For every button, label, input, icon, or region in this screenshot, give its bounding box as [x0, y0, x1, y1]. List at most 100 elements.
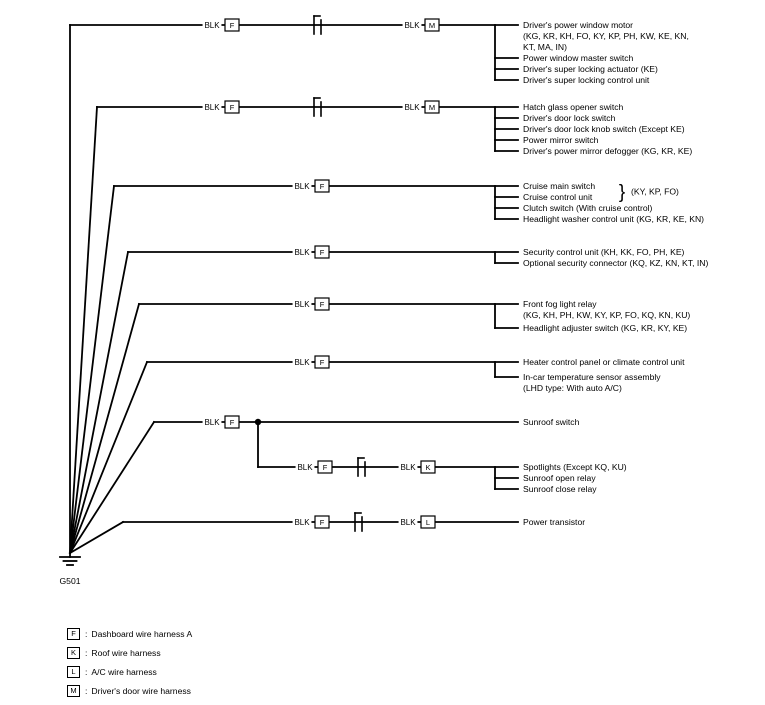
- wire-color-label: BLK: [294, 248, 310, 257]
- ground-fan-wire: [68, 250, 130, 555]
- brace-note-label: (KY, KP, FO): [631, 187, 679, 197]
- legend-label: A/C wire harness: [91, 666, 157, 677]
- component-label: Clutch switch (With cruise control): [523, 203, 653, 213]
- legend-separator: :: [85, 685, 88, 696]
- component-label: Hatch glass opener switch: [523, 102, 624, 112]
- component-label: Power mirror switch: [523, 135, 599, 145]
- harness-box-icon: [224, 18, 240, 32]
- component-label: Driver's power mirror defogger (KG, KR, …: [523, 146, 692, 156]
- harness-box-letter: F: [230, 21, 235, 30]
- component-label: Headlight adjuster switch (KG, KR, KY, K…: [523, 323, 687, 333]
- harness-box-letter: M: [429, 103, 435, 112]
- harness-box-icon: [424, 18, 440, 32]
- legend-item: K : Roof wire harness: [67, 643, 192, 662]
- component-label: Headlight washer control unit (KG, KR, K…: [523, 214, 704, 224]
- legend-item: M : Driver's door wire harness: [67, 681, 192, 700]
- harness-box-letter: F: [323, 463, 328, 472]
- wire-color-label: BLK: [204, 103, 220, 112]
- ground-fan-wire: [68, 420, 156, 555]
- component-label: Spotlights (Except KQ, KU): [523, 462, 627, 472]
- harness-box-icon: F: [67, 627, 80, 640]
- component-label: Driver's door lock switch: [523, 113, 616, 123]
- component-label: Security control unit (KH, KK, FO, PH, K…: [523, 247, 685, 257]
- harness-box-icon: [314, 515, 330, 529]
- harness-box-icon: [314, 297, 330, 311]
- harness-box-letter: F: [320, 518, 325, 527]
- harness-box-icon: [420, 515, 436, 529]
- harness-box-icon: K: [67, 646, 80, 659]
- component-label: Power transistor: [523, 517, 585, 527]
- ground-fan-wire: [69, 106, 98, 554]
- component-label: Front fog light relay: [523, 299, 597, 309]
- component-label: Sunroof open relay: [523, 473, 596, 483]
- brace-icon: }: [619, 182, 625, 203]
- ground-fan-wire: [68, 520, 125, 555]
- legend-item: L : A/C wire harness: [67, 662, 192, 681]
- wire-color-label: BLK: [294, 182, 310, 191]
- label-bg: [292, 298, 312, 310]
- harness-box-icon: [224, 100, 240, 114]
- wire-color-label: BLK: [297, 463, 313, 472]
- component-label: Optional security connector (KQ, KZ, KN,…: [523, 258, 708, 268]
- component-label: Driver's door lock knob switch (Except K…: [523, 124, 685, 134]
- component-label: (KG, KH, PH, KW, KY, KP, FO, KQ, KN, KU): [523, 310, 690, 320]
- harness-box-letter: F: [320, 300, 325, 309]
- label-bg: [402, 19, 422, 31]
- legend-label: Roof wire harness: [91, 647, 161, 658]
- harness-box-letter: M: [429, 21, 435, 30]
- harness-box-icon: [314, 355, 330, 369]
- legend-label: Dashboard wire harness A: [91, 628, 193, 639]
- component-label: Driver's super locking actuator (KE): [523, 64, 658, 74]
- wire-color-label: BLK: [400, 463, 416, 472]
- component-label: Power window master switch: [523, 53, 634, 63]
- harness-box-icon: L: [67, 665, 80, 678]
- legend-separator: :: [85, 628, 88, 639]
- component-label: Heater control panel or climate control …: [523, 357, 685, 367]
- label-bg: [292, 516, 312, 528]
- wire-color-label: BLK: [294, 300, 310, 309]
- wire-color-label: BLK: [204, 418, 220, 427]
- harness-box-icon: [424, 100, 440, 114]
- harness-box-letter: F: [320, 358, 325, 367]
- ground-fan-wire: [68, 360, 149, 555]
- component-label: KT, MA, IN): [523, 42, 567, 52]
- component-label: Sunroof switch: [523, 417, 580, 427]
- wire-color-label: BLK: [404, 103, 420, 112]
- harness-box-icon: [420, 460, 436, 474]
- wire-color-label: BLK: [404, 21, 420, 30]
- harness-box-letter: F: [320, 248, 325, 257]
- harness-box-letter: F: [320, 182, 325, 191]
- ground-fan-wire: [68, 184, 116, 555]
- label-bg: [202, 19, 222, 31]
- harness-box-icon: M: [67, 684, 80, 697]
- harness-box-icon: [314, 179, 330, 193]
- component-label: (KG, KR, KH, FO, KY, KP, PH, KW, KE, KN,: [523, 31, 689, 41]
- component-label: In-car temperature sensor assembly: [523, 372, 661, 382]
- harness-box-icon: [317, 460, 333, 474]
- label-bg: [292, 180, 312, 192]
- wire-color-label: BLK: [294, 518, 310, 527]
- label-bg: [292, 246, 312, 258]
- legend-label: Driver's door wire harness: [91, 685, 191, 696]
- label-bg: [295, 461, 315, 473]
- harness-box-icon: [224, 415, 240, 429]
- label-bg: [398, 461, 418, 473]
- component-label: Driver's super locking control unit: [523, 75, 650, 85]
- wire-color-label: BLK: [204, 21, 220, 30]
- label-bg: [202, 101, 222, 113]
- legend-separator: :: [85, 666, 88, 677]
- harness-box-letter: L: [426, 518, 430, 527]
- legend-separator: :: [85, 647, 88, 658]
- legend-item: F : Dashboard wire harness A: [67, 624, 192, 643]
- label-bg: [402, 101, 422, 113]
- component-label: Driver's power window motor: [523, 20, 633, 30]
- label-bg: [398, 516, 418, 528]
- label-bg: [202, 416, 222, 428]
- component-label: Cruise main switch: [523, 181, 595, 191]
- harness-legend: F : Dashboard wire harness A K : Roof wi…: [67, 624, 192, 700]
- label-bg: [292, 356, 312, 368]
- harness-box-icon: [314, 245, 330, 259]
- ground-label: G501: [59, 576, 80, 586]
